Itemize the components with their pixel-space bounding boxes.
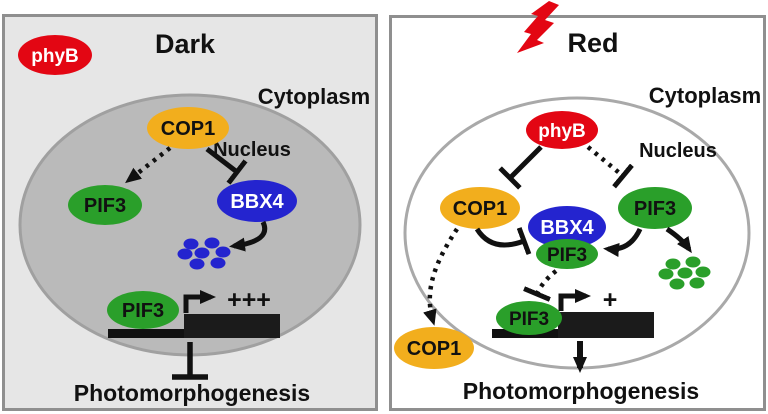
bbx4-label: BBX4: [540, 217, 594, 239]
phyb-label: phyB: [538, 121, 586, 142]
pif3-complex-shape: [536, 239, 598, 269]
phyb-cop1-inhibition: [498, 145, 543, 190]
cop1-bbx4-inhibition: [205, 147, 248, 185]
left-promoter-bar: [108, 329, 190, 338]
pif3-promoter-label: PIF3: [509, 309, 549, 330]
left-panel-dark: Dark Cytoplasm Nucleus phyB COP1 PIF3 BB…: [2, 14, 378, 411]
right-cytoplasm-label: Cytoplasm: [649, 83, 761, 108]
right-cop1-cytoplasmic-oval: COP1: [394, 327, 474, 369]
right-phyb-oval: phyB: [526, 111, 598, 149]
cop1-label: COP1: [453, 198, 507, 220]
cop1-label: COP1: [161, 118, 215, 140]
bbx4-shape: [217, 180, 297, 222]
left-gene-box: [184, 314, 280, 338]
cop1-export-dotted-arrow: [423, 227, 459, 326]
right-pif3-complex-oval: PIF3: [536, 239, 598, 269]
phyb-shape: [18, 35, 92, 75]
cop1-cytoplasmic-shape: [394, 327, 474, 369]
phyb-label: phyB: [31, 46, 79, 67]
pif3-degradation-arrow: [665, 226, 692, 254]
pif3-complex-label: PIF3: [547, 245, 587, 266]
pif3-promoter-shape: [107, 291, 179, 329]
left-nucleus-label: Nucleus: [213, 139, 291, 161]
pif3-label: PIF3: [634, 198, 676, 220]
left-bbx4-oval: BBX4: [217, 180, 297, 222]
right-bbx4-oval: BBX4: [528, 206, 606, 248]
pif3-to-complex-arrow: [603, 227, 643, 257]
left-output-label: Photomorphogenesis: [74, 380, 310, 406]
right-pif3-free-oval: PIF3: [618, 187, 692, 229]
phyb-shape: [526, 111, 598, 149]
degraded-bbx4-dots: [177, 237, 231, 270]
pif3-shape: [618, 187, 692, 229]
cop1-cytoplasmic-label: COP1: [407, 338, 461, 360]
left-cytoplasm-label: Cytoplasm: [258, 84, 370, 109]
left-pif3-promoter-oval: PIF3: [107, 291, 179, 329]
pif3-label: PIF3: [84, 195, 126, 217]
left-transcription-arrow: [183, 290, 216, 313]
right-gene-box: [558, 312, 654, 338]
pif3-shape: [68, 185, 142, 225]
right-pif3-promoter-oval: PIF3: [496, 301, 562, 335]
pif3-promoter-label: PIF3: [122, 300, 164, 322]
complex-promoter-dotted-inhibition: [523, 269, 558, 302]
bbx4-label: BBX4: [230, 191, 284, 213]
right-nucleus-label: Nucleus: [639, 140, 717, 162]
right-transcription-arrow: [558, 289, 591, 311]
bbx4-shape: [528, 206, 606, 248]
pif3-promoter-shape: [496, 301, 562, 335]
cop1-shape: [440, 187, 520, 229]
left-pif3-oval: PIF3: [68, 185, 142, 225]
right-output-label: Photomorphogenesis: [463, 378, 699, 404]
cop1-bbx4-curved-inhibition: [474, 227, 532, 255]
right-cop1-nuclear-oval: COP1: [440, 187, 520, 229]
left-title: Dark: [155, 29, 216, 59]
degraded-pif3-dots: [658, 256, 711, 290]
right-title: Red: [567, 28, 618, 58]
lightning-bolt-icon: [517, 1, 559, 53]
left-cop1-oval: COP1: [147, 107, 229, 149]
cop1-shape: [147, 107, 229, 149]
right-panel-red: Red Cytoplasm Nucleus phyB COP1 BBX4 PIF…: [389, 1, 766, 411]
phyb-pif3-dotted-inhibition: [586, 145, 634, 189]
right-activity-plus: +: [603, 286, 618, 314]
left-activity-plus: +++: [227, 286, 271, 314]
bbx4-degradation-arrow: [229, 220, 268, 252]
left-phyb-oval: phyB: [18, 35, 92, 75]
